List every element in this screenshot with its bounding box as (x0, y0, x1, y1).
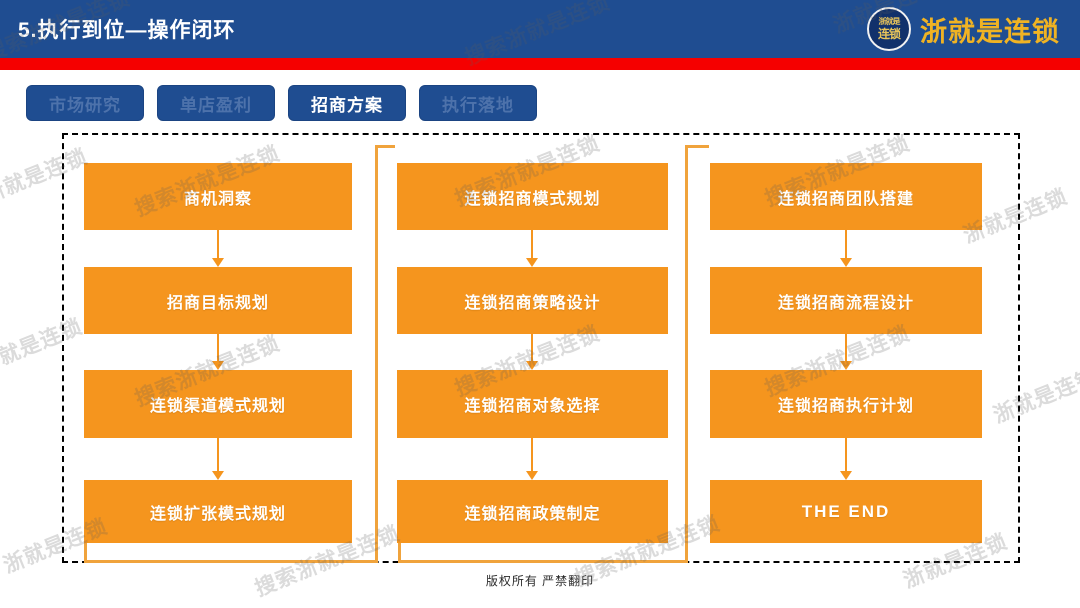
brand-name-text: 浙就是连锁 (920, 16, 1060, 47)
brand-logo: 浙就是 连锁 浙就是连锁 (867, 7, 1060, 51)
arrowhead-c1-r2-r3-icon (212, 361, 224, 370)
tab-label: 招商方案 (311, 95, 383, 115)
brand-badge-bottom-text: 连锁 (877, 27, 901, 41)
tab-label: 市场研究 (49, 95, 121, 115)
flow-step-c3-r3[interactable]: 连锁招商执行计划 (710, 370, 982, 438)
flow-step-c2-r3[interactable]: 连锁招商对象选择 (397, 370, 668, 438)
footer-copyright: 版权所有 严禁翻印 (485, 574, 595, 588)
tab-single-store-profit[interactable]: 单店盈利 (157, 85, 275, 121)
connector-col1-to-col2-down (84, 541, 87, 563)
tab-execution-landing[interactable]: 执行落地 (419, 85, 537, 121)
arrow-c1-r3-r4 (217, 438, 219, 471)
arrowhead-c1-r1-r2-icon (212, 258, 224, 267)
arrow-c3-r3-r4 (845, 438, 847, 471)
slide-header: 5.执行到位—操作闭环 浙就是 连锁 浙就是连锁 (0, 0, 1080, 58)
brand-badge-top-text: 浙就是 (878, 17, 901, 26)
flow-step-c1-r3[interactable]: 连锁渠道模式规划 (84, 370, 352, 438)
page-title: 5.执行到位—操作闭环 (18, 19, 236, 42)
brand-badge-icon: 浙就是 连锁 (867, 7, 911, 51)
arrow-c2-r2-r3 (531, 334, 533, 362)
connector-col3-top-horizontal (685, 145, 709, 148)
flow-step-c3-r4[interactable]: THE END (710, 480, 982, 543)
arrowhead-c1-r3-r4-icon (212, 471, 224, 480)
flow-step-c2-r2[interactable]: 连锁招商策略设计 (397, 267, 668, 334)
arrow-c1-r1-r2 (217, 230, 219, 258)
arrow-c1-r2-r3 (217, 334, 219, 362)
arrow-c2-r1-r2 (531, 230, 533, 258)
flow-step-c3-r2[interactable]: 连锁招商流程设计 (710, 267, 982, 334)
connector-col2-to-col3-horizontal (398, 560, 688, 563)
arrow-c3-r1-r2 (845, 230, 847, 258)
arrowhead-c3-r2-r3-icon (840, 361, 852, 370)
connector-col1-to-col2-horizontal (84, 560, 378, 563)
tab-market-research[interactable]: 市场研究 (26, 85, 144, 121)
tab-investment-plan[interactable]: 招商方案 (288, 85, 406, 121)
arrowhead-c3-r3-r4-icon (840, 471, 852, 480)
arrowhead-c2-r3-r4-icon (526, 471, 538, 480)
arrowhead-c2-r2-r3-icon (526, 361, 538, 370)
arrow-c2-r3-r4 (531, 438, 533, 471)
arrowhead-c3-r1-r2-icon (840, 258, 852, 267)
flow-step-c1-r2[interactable]: 招商目标规划 (84, 267, 352, 334)
flow-diagram-container: 商机洞察 招商目标规划 连锁渠道模式规划 连锁扩张模式规划 连锁招商模式规划 连… (62, 133, 1020, 563)
connector-col2-top-horizontal (375, 145, 395, 148)
flow-step-c1-r1[interactable]: 商机洞察 (84, 163, 352, 230)
arrowhead-c2-r1-r2-icon (526, 258, 538, 267)
flow-step-c2-r1[interactable]: 连锁招商模式规划 (397, 163, 668, 230)
connector-col3-riser (685, 145, 688, 563)
flow-step-c2-r4[interactable]: 连锁招商政策制定 (397, 480, 668, 543)
flow-step-c3-r1[interactable]: 连锁招商团队搭建 (710, 163, 982, 230)
tab-label: 执行落地 (442, 95, 514, 115)
arrow-c3-r2-r3 (845, 334, 847, 362)
flow-step-c1-r4[interactable]: 连锁扩张模式规划 (84, 480, 352, 543)
connector-col2-to-col3-down (398, 541, 401, 563)
header-red-divider (0, 58, 1080, 70)
connector-col2-riser (375, 145, 378, 563)
tab-bar: 市场研究 单店盈利 招商方案 执行落地 (26, 85, 537, 121)
tab-label: 单店盈利 (180, 95, 252, 115)
